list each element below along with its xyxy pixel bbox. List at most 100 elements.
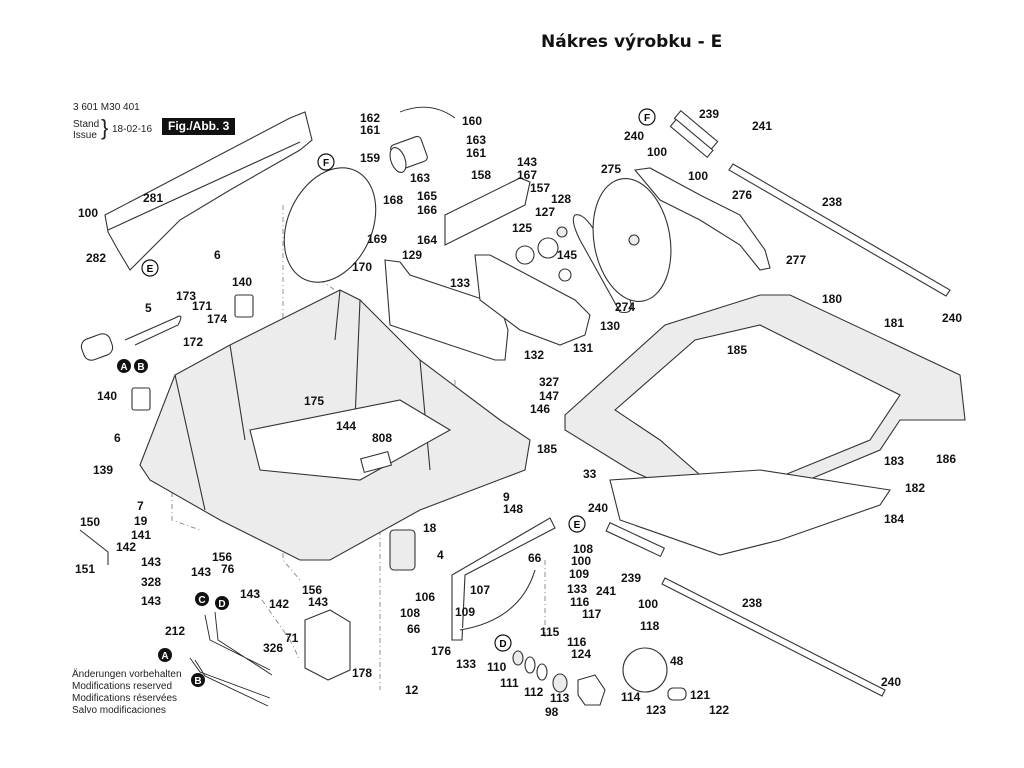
part-label-109b: 109 bbox=[569, 567, 589, 581]
label-808 bbox=[359, 450, 393, 474]
part-label-158: 158 bbox=[471, 168, 491, 182]
part-label-66a: 66 bbox=[407, 622, 421, 636]
bracket-157 bbox=[444, 177, 531, 246]
base-plate-182 bbox=[609, 469, 891, 556]
part-label-66b: 66 bbox=[528, 551, 542, 565]
nut-113 bbox=[552, 673, 568, 693]
svg-text:C: C bbox=[198, 595, 205, 606]
part-label-276: 276 bbox=[732, 188, 752, 202]
allen-key-150 bbox=[79, 529, 109, 565]
part-label-100a: 100 bbox=[78, 206, 98, 220]
part-label-240a: 240 bbox=[588, 501, 608, 515]
part-label-148: 148 bbox=[503, 502, 523, 516]
note-de: Änderungen vorbehalten bbox=[72, 669, 182, 680]
part-label-100c: 100 bbox=[638, 597, 658, 611]
part-label-124: 124 bbox=[571, 647, 591, 661]
blade-hub bbox=[628, 234, 640, 246]
ref-filled-A2: A bbox=[158, 648, 172, 662]
issue-label: Issue bbox=[73, 130, 97, 141]
note-es: Salvo modificaciones bbox=[72, 705, 166, 716]
washer-111 bbox=[524, 656, 536, 674]
part-label-33: 33 bbox=[583, 467, 597, 481]
part-label-163a: 163 bbox=[466, 133, 486, 147]
part-label-277: 277 bbox=[786, 253, 806, 267]
shaft-238-bottom bbox=[661, 577, 886, 697]
part-label-165: 165 bbox=[417, 189, 437, 203]
part-label-178: 178 bbox=[352, 666, 372, 680]
part-label-275: 275 bbox=[601, 162, 621, 176]
part-label-157: 157 bbox=[530, 181, 550, 195]
part-label-114: 114 bbox=[621, 690, 641, 704]
rail-281 bbox=[104, 111, 313, 271]
part-label-171: 171 bbox=[192, 299, 212, 313]
part-label-142b: 142 bbox=[269, 597, 289, 611]
part-label-107: 107 bbox=[470, 583, 490, 597]
part-label-122: 122 bbox=[709, 703, 729, 717]
part-label-161a: 161 bbox=[360, 123, 380, 137]
part-label-130: 130 bbox=[600, 319, 620, 333]
part-label-239b: 239 bbox=[699, 107, 719, 121]
part-label-159: 159 bbox=[360, 151, 380, 165]
part-label-239a: 239 bbox=[621, 571, 641, 585]
part-label-160: 160 bbox=[462, 114, 482, 128]
part-label-113: 113 bbox=[550, 691, 570, 705]
brace-icon: } bbox=[101, 115, 109, 140]
svg-text:A: A bbox=[161, 651, 168, 662]
svg-text:A: A bbox=[120, 362, 127, 373]
part-label-241b: 241 bbox=[752, 119, 772, 133]
part-label-326: 326 bbox=[263, 641, 283, 655]
modification-notes: Änderungen vorbehalten Modifications res… bbox=[72, 669, 182, 717]
part-label-131: 131 bbox=[573, 341, 593, 355]
part-label-169: 169 bbox=[367, 232, 387, 246]
part-label-142a: 142 bbox=[116, 540, 136, 554]
part-label-240d: 240 bbox=[942, 311, 962, 325]
part-label-118: 118 bbox=[640, 619, 660, 633]
part-label-167: 167 bbox=[517, 168, 537, 182]
part-label-109a: 109 bbox=[455, 605, 475, 619]
stand-issue-labels: Stand Issue bbox=[73, 119, 99, 141]
part-label-132: 132 bbox=[524, 348, 544, 362]
part-label-140a: 140 bbox=[232, 275, 252, 289]
switch-box-140b bbox=[131, 387, 151, 411]
part-label-180: 180 bbox=[822, 292, 842, 306]
part-label-328: 328 bbox=[141, 575, 161, 589]
cable-212 bbox=[204, 611, 273, 676]
part-label-98: 98 bbox=[545, 705, 559, 719]
part-label-163b: 163 bbox=[410, 171, 430, 185]
part-label-162: 162 bbox=[360, 111, 380, 125]
clamp-114 bbox=[577, 674, 606, 706]
part-label-140b: 140 bbox=[97, 389, 117, 403]
part-label-150: 150 bbox=[80, 515, 100, 529]
part-label-108a: 108 bbox=[400, 606, 420, 620]
part-label-108b: 108 bbox=[573, 542, 593, 556]
part-label-176: 176 bbox=[431, 644, 451, 658]
part-label-110: 110 bbox=[487, 660, 507, 674]
part-label-76: 76 bbox=[221, 562, 235, 576]
part-label-5: 5 bbox=[145, 301, 152, 315]
part-label-151: 151 bbox=[75, 562, 95, 576]
box-178 bbox=[304, 609, 351, 681]
riving-knife-168 bbox=[283, 167, 377, 283]
table-frame-180 bbox=[564, 294, 966, 521]
part-label-128: 128 bbox=[551, 192, 571, 206]
page-title: Nákres výrobku - E bbox=[541, 32, 723, 52]
power-cord-5 bbox=[80, 315, 182, 361]
knob-121 bbox=[667, 687, 687, 701]
part-label-170: 170 bbox=[352, 260, 372, 274]
cable-ab bbox=[189, 657, 271, 707]
svg-text:D: D bbox=[499, 639, 506, 650]
nut-110 bbox=[512, 650, 524, 666]
part-label-185a: 185 bbox=[537, 442, 557, 456]
part-label-184: 184 bbox=[884, 512, 904, 526]
switch-box-140a bbox=[234, 294, 254, 318]
part-label-125: 125 bbox=[512, 221, 532, 235]
ref-hollow-F1: F bbox=[317, 153, 335, 171]
main-housing-139 bbox=[139, 289, 531, 561]
part-label-156b: 156 bbox=[302, 583, 322, 597]
part-label-145: 145 bbox=[557, 248, 577, 262]
part-label-143e: 143 bbox=[308, 595, 328, 609]
part-label-274: 274 bbox=[615, 300, 635, 314]
svg-text:E: E bbox=[574, 520, 581, 531]
issue-date: 18-02-16 bbox=[112, 124, 153, 135]
